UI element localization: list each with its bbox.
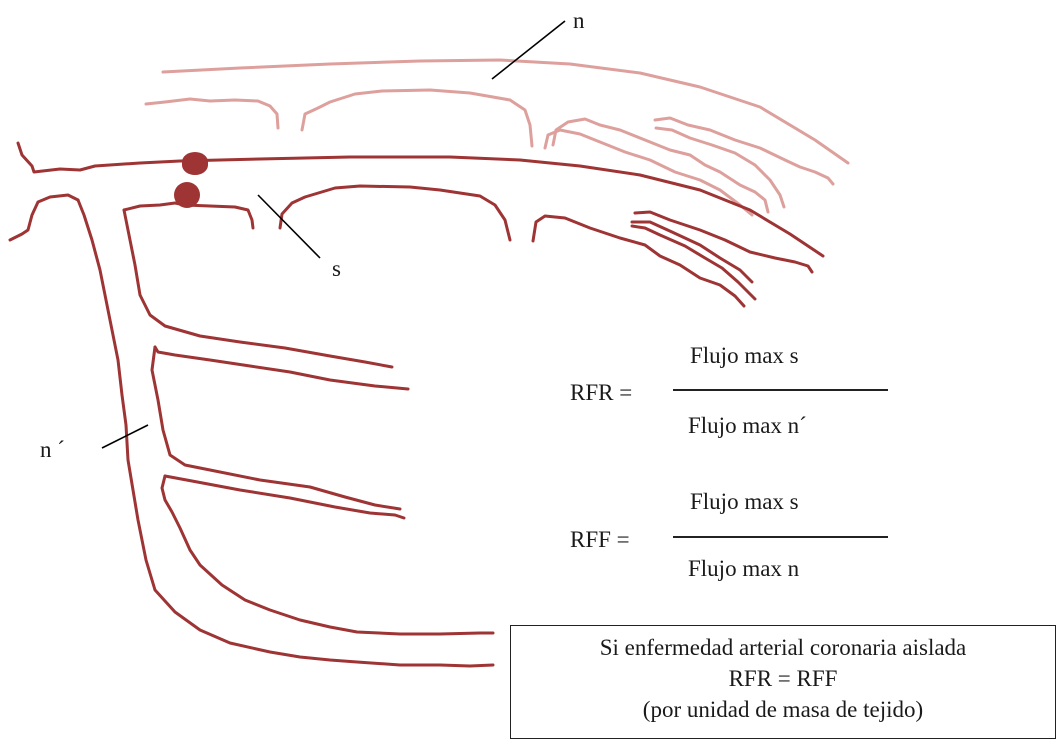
normal-artery-outer-wall <box>163 60 848 163</box>
rfr-fraction-bar <box>673 389 888 391</box>
diseased-artery-outer-wall <box>18 143 823 256</box>
rfr-denominator: Flujo max n´ <box>688 413 807 439</box>
side-branch-1 <box>155 347 408 389</box>
rff-lhs: RFF = <box>570 527 630 553</box>
leader-line-n <box>492 21 565 79</box>
descending-vessel-right-wall <box>124 210 392 367</box>
label-leader-lines <box>102 21 565 448</box>
stenosis-lower-plaque <box>174 182 200 208</box>
rfr-lhs: RFR = <box>570 380 632 406</box>
rff-numerator: Flujo max s <box>690 489 799 515</box>
side-branch-2-lower-wall <box>162 476 493 634</box>
stenosis-upper-plaque <box>182 152 208 175</box>
diseased-branch-2-lower <box>632 226 755 299</box>
note-line-3: (por unidad de masa de tejido) <box>511 694 1055 725</box>
rff-fraction-bar <box>673 536 888 538</box>
diseased-artery-tree <box>10 143 823 666</box>
label-s: s <box>332 256 341 282</box>
note-line-2: RFR = RFF <box>511 663 1055 694</box>
note-box: Si enfermedad arterial coronaria aislada… <box>510 625 1056 739</box>
rff-denominator: Flujo max n <box>688 556 799 582</box>
descending-vessel-left-wall <box>78 200 493 666</box>
label-n-prime: n ´ <box>40 437 65 463</box>
diseased-branch-3-upper <box>635 212 812 272</box>
diseased-branch-1 <box>280 186 510 240</box>
left-stub <box>10 195 78 240</box>
rfr-numerator: Flujo max s <box>690 343 799 369</box>
note-line-1: Si enfermedad arterial coronaria aislada <box>511 632 1055 663</box>
normal-branch-1 <box>302 90 532 146</box>
label-n: n <box>573 8 585 34</box>
normal-artery-inner-wall <box>146 99 278 128</box>
normal-artery-tree <box>146 60 848 215</box>
normal-branch-3-lower <box>656 128 784 207</box>
